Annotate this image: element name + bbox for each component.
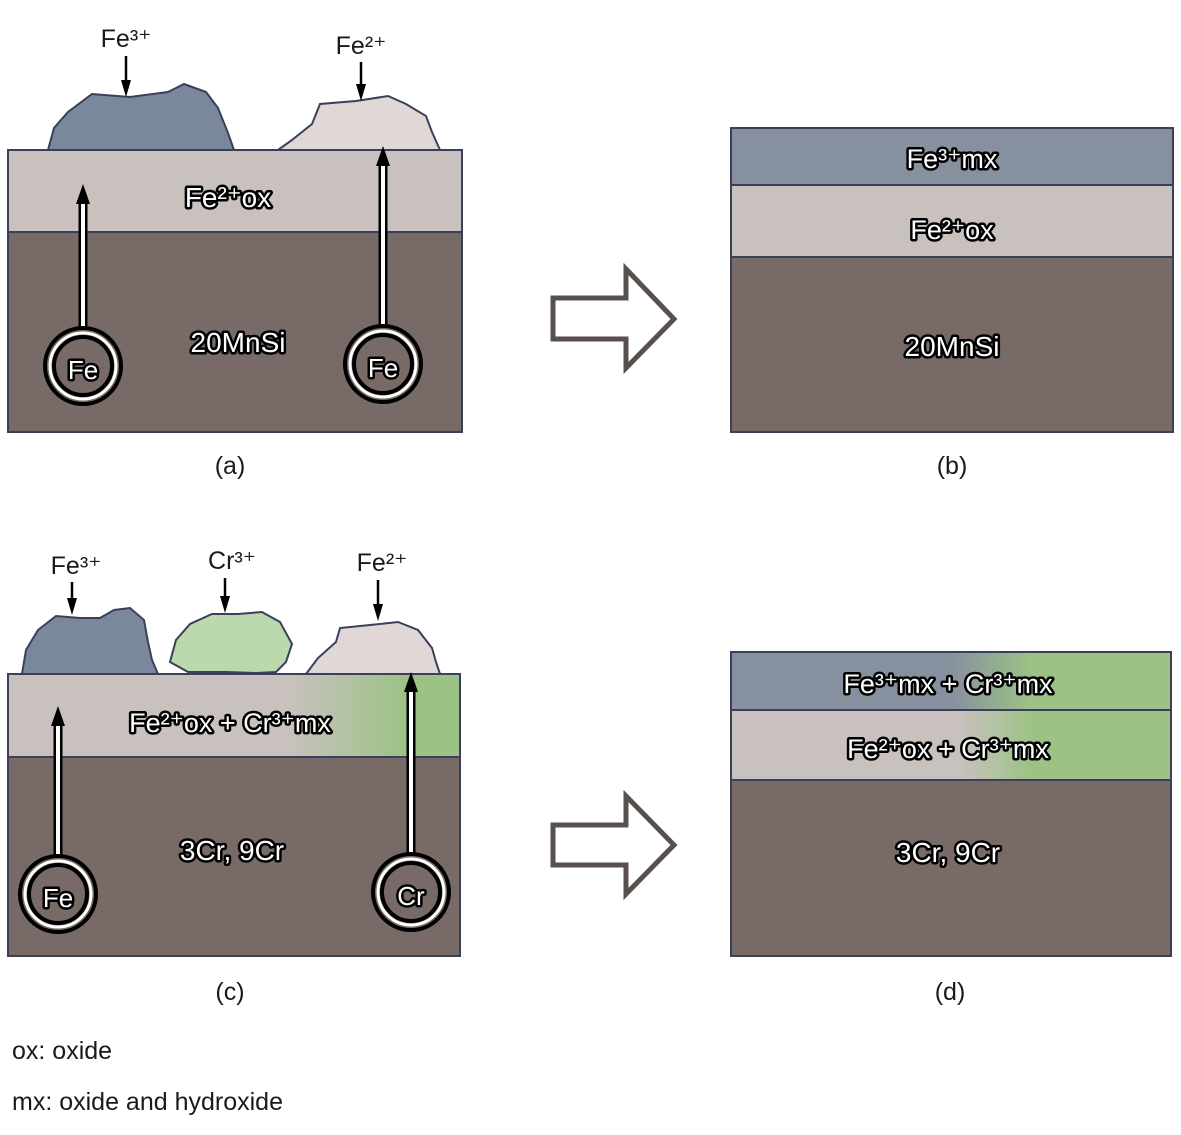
legend-mx: mx: oxide and hydroxide [12,1088,283,1116]
fe-atom-source: Fe [18,854,98,934]
transition-arrow-top [550,262,678,375]
fe2-oxide-label: Fe²⁺ox [910,215,994,245]
legend-ox: ox: oxide [12,1037,113,1065]
mixed-oxide-layer [730,709,1172,781]
substrate-label: 20MnSi [905,331,1000,362]
fe-migration-arrow-right [376,146,390,326]
fe3-ion-label: Fe³⁺ [101,25,152,53]
panel-caption: (a) [215,452,246,480]
transition-arrow-bottom [550,789,678,901]
cr-atom-source: Cr [371,852,451,932]
fe2-oxide-lump [274,94,442,151]
fe2-ion-label: Fe²⁺ [357,549,408,577]
fe-migration-arrow [51,706,65,856]
mixed-oxide-label: Fe²⁺ox + Cr³⁺mx [847,734,1049,764]
fe3-ion-label: Fe³⁺ [51,552,102,580]
fe2-oxide-lump [304,620,442,675]
fe3-oxide-lump [46,82,236,151]
cr3-ion-label: Cr³⁺ [208,547,256,575]
steel-substrate [730,779,1172,957]
cr3-oxide-lump [168,610,294,675]
panel-b: Fe³⁺mx Fe²⁺ox 20MnSi (b) [730,127,1174,480]
fe-source-label-right: Fe [368,353,398,383]
substrate-label: 3Cr, 9Cr [180,835,284,866]
steel-substrate [730,256,1174,433]
panel-a: Fe Fe Fe²⁺ox 20MnSi Fe³⁺ Fe²⁺ (a) [7,25,463,480]
fe-migration-arrow-left [76,184,90,328]
cr-source-label: Cr [397,881,425,911]
mixed-mx-label: Fe³⁺mx + Cr³⁺mx [843,669,1053,699]
fe3-mx-label: Fe³⁺mx [907,144,998,174]
mixed-oxide-layer [7,673,461,758]
fe3-oxide-lump [20,606,160,675]
mixed-mx-layer [730,651,1172,711]
cr-migration-arrow [404,672,418,854]
mixed-layer-label: Fe²⁺ox + Cr³⁺mx [129,708,331,738]
substrate-label: 3Cr, 9Cr [896,837,1000,868]
panel-d: Fe³⁺mx + Cr³⁺mx Fe²⁺ox + Cr³⁺mx 3Cr, 9Cr… [730,651,1172,1006]
fe2-oxide-layer [730,184,1174,258]
fe-atom-source-right: Fe [343,324,423,404]
panel-caption: (b) [937,452,968,480]
fe-source-label-left: Fe [68,355,98,385]
fe-atom-source-left: Fe [43,326,123,406]
panel-caption: (d) [935,978,966,1006]
panel-c: Fe Cr Fe²⁺ox + Cr³⁺mx 3Cr, 9Cr Fe³⁺ Cr³⁺… [7,547,461,1006]
fe2-ion-label: Fe²⁺ [336,32,387,60]
fe-source-label: Fe [43,883,73,913]
substrate-label: 20MnSi [191,327,286,358]
oxide-layer-label: Fe²⁺ox [185,182,271,213]
panel-caption: (c) [215,978,244,1006]
